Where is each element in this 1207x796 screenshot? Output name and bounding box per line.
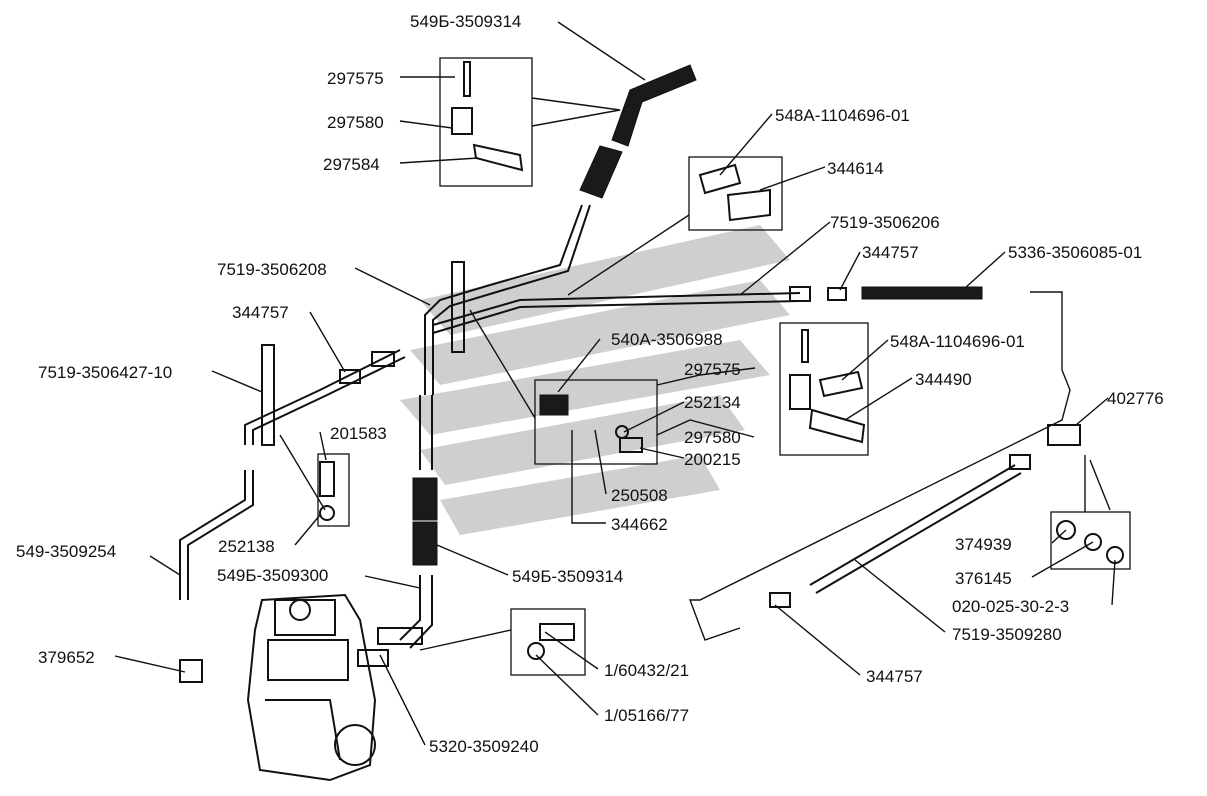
label-540a-3506988: 540А-3506988 [611, 330, 723, 349]
label-374939: 374939 [955, 535, 1012, 554]
label-344490: 344490 [915, 370, 972, 389]
connector-line [688, 291, 1071, 641]
fitting-200215 [619, 437, 643, 453]
label-402776: 402776 [1107, 389, 1164, 408]
label-1-05166-77: 1/05166/77 [604, 706, 689, 725]
leader-lines [114, 21, 1116, 746]
label-549-3509254: 549-3509254 [16, 542, 116, 561]
hose-sleeve-lower [412, 477, 438, 521]
washer-1-05166-77 [527, 642, 545, 660]
valve-540a-3506988 [539, 394, 569, 416]
label-549b-3509314-top: 549Б-3509314 [410, 12, 521, 31]
label-250508: 250508 [611, 486, 668, 505]
nut-374939 [1056, 520, 1076, 540]
label-7519-3506208: 7519-3506208 [217, 260, 327, 279]
hose-5336-3506085-01 [861, 286, 983, 300]
label-5320-3509240: 5320-3509240 [429, 737, 539, 756]
flange-5320-3509240 [377, 627, 423, 645]
label-344614: 344614 [827, 159, 884, 178]
label-376145: 376145 [955, 569, 1012, 588]
fitting-344757-bottom [769, 592, 791, 608]
hose-549b-3509314-upper [611, 64, 697, 147]
label-344757-left: 344757 [232, 303, 289, 322]
bracket-left [261, 344, 275, 446]
label-252134: 252134 [684, 393, 741, 412]
washer-252138 [319, 505, 335, 521]
label-548a-right: 548А-1104696-01 [890, 332, 1025, 351]
nut-252134 [615, 425, 629, 439]
label-5336-3506085-01: 5336-3506085-01 [1008, 243, 1142, 262]
clip-details [451, 61, 866, 444]
label-344757-top: 344757 [862, 243, 919, 262]
pipe-lines [179, 204, 1071, 649]
label-252138: 252138 [218, 537, 275, 556]
label-020-025-30-2-3: 020-025-30-2-3 [952, 597, 1069, 616]
label-201583: 201583 [330, 424, 387, 443]
label-297575-right: 297575 [684, 360, 741, 379]
label-344757-bottom: 344757 [866, 667, 923, 686]
label-549b-3509314-lower: 549Б-3509314 [512, 567, 623, 586]
detail-boxes [317, 57, 1131, 676]
pipe-7519-3509280 [809, 464, 1016, 586]
label-297580-right: 297580 [684, 428, 741, 447]
washer-376145 [1084, 533, 1102, 551]
pipe-549b-3509300 [399, 575, 421, 641]
label-548a-top: 548А-1104696-01 [775, 106, 910, 125]
fitting-344757-top [789, 286, 811, 302]
hose-sleeve [579, 145, 623, 199]
label-297584: 297584 [323, 155, 380, 174]
label-1-60432-21: 1/60432/21 [604, 661, 689, 680]
label-297580-top: 297580 [327, 113, 384, 132]
label-344662: 344662 [611, 515, 668, 534]
hose-549b-3509314-lower [412, 521, 438, 566]
fitting-402776 [1047, 424, 1081, 446]
bracket-center [451, 261, 465, 353]
part-labels: 549Б-3509314 297575 297580 297584 548А-1… [16, 12, 1164, 756]
pipe-549-3509254 [179, 470, 246, 600]
label-297575-top: 297575 [327, 69, 384, 88]
fitting-344757-left [339, 369, 361, 384]
bolt-201583 [319, 461, 335, 497]
label-200215: 200215 [684, 450, 741, 469]
label-7519-3506427-10: 7519-3506427-10 [38, 363, 172, 382]
fittings [179, 261, 1124, 683]
label-7519-3506206: 7519-3506206 [830, 213, 940, 232]
label-379652: 379652 [38, 648, 95, 667]
hoses [412, 64, 983, 566]
label-7519-3509280: 7519-3509280 [952, 625, 1062, 644]
watermark-logo [400, 225, 790, 535]
label-549b-3509300: 549Б-3509300 [217, 566, 328, 585]
compressor-drawing [246, 593, 377, 782]
pipe-7519-3506206 [432, 292, 801, 326]
